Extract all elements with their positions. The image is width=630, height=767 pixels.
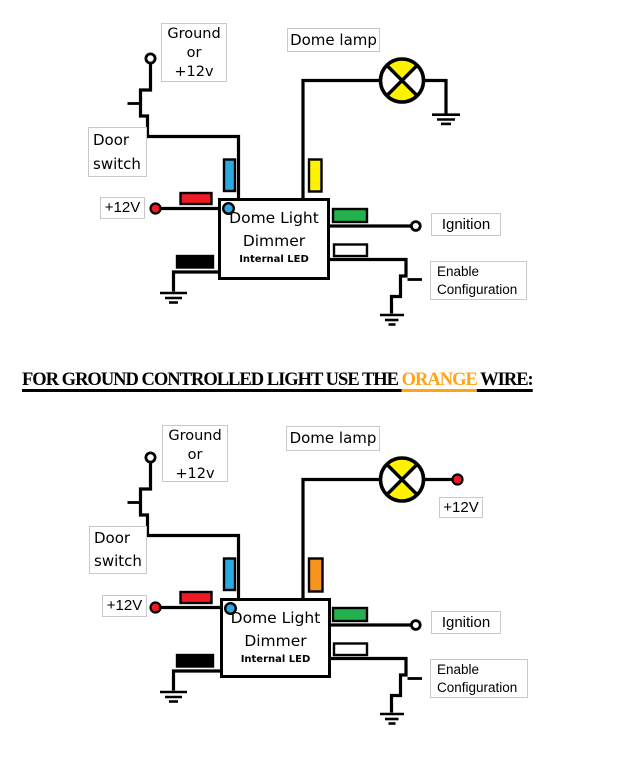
label-supply-12v: +12V — [102, 595, 147, 617]
label-dome-lamp: Dome lamp — [286, 426, 380, 451]
connector-white-enable — [332, 642, 369, 657]
label-door-switch: Door switch — [89, 526, 147, 574]
door-switch-terminal-circle — [144, 451, 157, 464]
label-enable-configuration: Enable Configuration — [430, 659, 528, 698]
label-supply-12v: +12V — [100, 197, 145, 219]
ignition-terminal-circle — [409, 220, 422, 232]
diagram-ground-controlled: Ground or +12v Dome lamp +12V Door switc… — [0, 399, 630, 767]
dome-lamp-wire-left — [301, 477, 381, 601]
label-line: or — [187, 447, 203, 463]
label-line: Ground — [167, 26, 221, 42]
supply-12v-terminal-dot — [149, 202, 162, 215]
lamp-wedge-bottom — [386, 80, 418, 102]
label-lamp-supply-12v: +12V — [439, 497, 483, 518]
connector-green-ignition — [331, 207, 369, 224]
label-ignition: Ignition — [431, 611, 501, 634]
ground-symbol-dimmer — [160, 291, 187, 304]
connector-orange-dome-lamp — [307, 557, 324, 593]
label-line: switch — [93, 155, 141, 173]
connector-red-12v — [179, 590, 213, 605]
connector-yellow-dome-lamp — [307, 158, 323, 193]
ground-symbol-enable-config — [380, 712, 404, 725]
label-door-switch: Door switch — [88, 127, 147, 177]
label-line: Door — [94, 529, 131, 547]
internal-led-row: Internal LED — [221, 201, 327, 265]
dome-lamp-symbol — [378, 456, 426, 503]
label-line: switch — [94, 552, 142, 570]
door-switch-wire — [138, 63, 241, 202]
dome-lamp-wire-left — [301, 78, 381, 202]
door-switch-terminal-circle — [144, 52, 157, 65]
heading-prefix: FOR GROUND CONTROLLED LIGHT USE THE — [22, 370, 402, 390]
connector-red-12v — [179, 191, 213, 206]
connector-blue-door-switch — [222, 557, 237, 592]
label-line: Configuration — [437, 680, 518, 695]
label-ground-or-12v: Ground or +12v — [162, 425, 228, 482]
internal-led-label: Internal LED — [239, 254, 309, 265]
label-line: Ground — [168, 428, 222, 444]
dome-light-dimmer-module: Dome Light Dimmer Internal LED — [218, 198, 330, 280]
label-ground-or-12v: Ground or +12v — [161, 23, 227, 82]
internal-led-icon — [221, 201, 236, 216]
dome-light-dimmer-module: Dome Light Dimmer Internal LED — [220, 598, 331, 678]
label-line: +12v — [175, 466, 215, 482]
diagram-12v-schematic — [127, 52, 460, 326]
label-line: +12v — [174, 64, 214, 80]
dome-lamp-wire-right — [423, 78, 448, 114]
diagram-ground-schematic — [127, 451, 464, 725]
label-enable-configuration: Enable Configuration — [430, 261, 527, 300]
door-switch-wire — [138, 462, 241, 601]
diagram-12v-controlled: Ground or +12v Dome lamp Door switch +12… — [0, 0, 630, 350]
dimmer-title-line2: Dimmer — [242, 232, 306, 250]
internal-led-row: Internal LED — [223, 601, 328, 665]
ground-symbol-enable-config — [380, 313, 404, 326]
ground-symbol-dimmer — [160, 690, 187, 703]
dimmer-title-line1: Dome Light — [230, 609, 321, 627]
supply-12v-terminal-dot — [149, 601, 162, 614]
lamp-wedge-top — [386, 59, 418, 81]
dimmer-title-line1: Dome Light — [229, 209, 319, 227]
connector-green-ignition — [331, 606, 369, 623]
internal-led-icon — [223, 601, 238, 616]
label-ignition: Ignition — [431, 213, 501, 236]
ground-wire — [171, 669, 220, 691]
dome-lamp-symbol — [378, 57, 426, 104]
connector-white-enable — [332, 243, 369, 258]
heading-suffix: WIRE: — [476, 370, 534, 390]
internal-led-label: Internal LED — [240, 654, 311, 665]
connector-black-ground — [175, 653, 215, 668]
ground-symbol-dome-lamp — [432, 113, 460, 126]
ignition-terminal-circle — [409, 619, 422, 631]
label-line: Enable — [437, 662, 480, 677]
connector-black-ground — [175, 254, 215, 269]
label-line: or — [186, 45, 202, 61]
lamp-wedge-top — [386, 458, 418, 480]
label-dome-lamp: Dome lamp — [287, 28, 380, 52]
enable-config-wire — [330, 656, 408, 713]
heading-orange-word: ORANGE — [401, 370, 478, 390]
enable-config-wire — [330, 257, 408, 314]
ground-wire — [171, 270, 220, 292]
lamp-wedge-bottom — [386, 479, 418, 501]
dimmer-title-line2: Dimmer — [244, 632, 307, 650]
section-heading: FOR GROUND CONTROLLED LIGHT USE THE ORAN… — [22, 370, 534, 391]
label-line: Enable — [437, 264, 480, 279]
label-line: Configuration — [437, 282, 518, 297]
label-line: Door — [93, 131, 130, 149]
connector-blue-door-switch — [222, 158, 237, 193]
lamp-supply-12v-terminal-dot — [451, 473, 464, 486]
